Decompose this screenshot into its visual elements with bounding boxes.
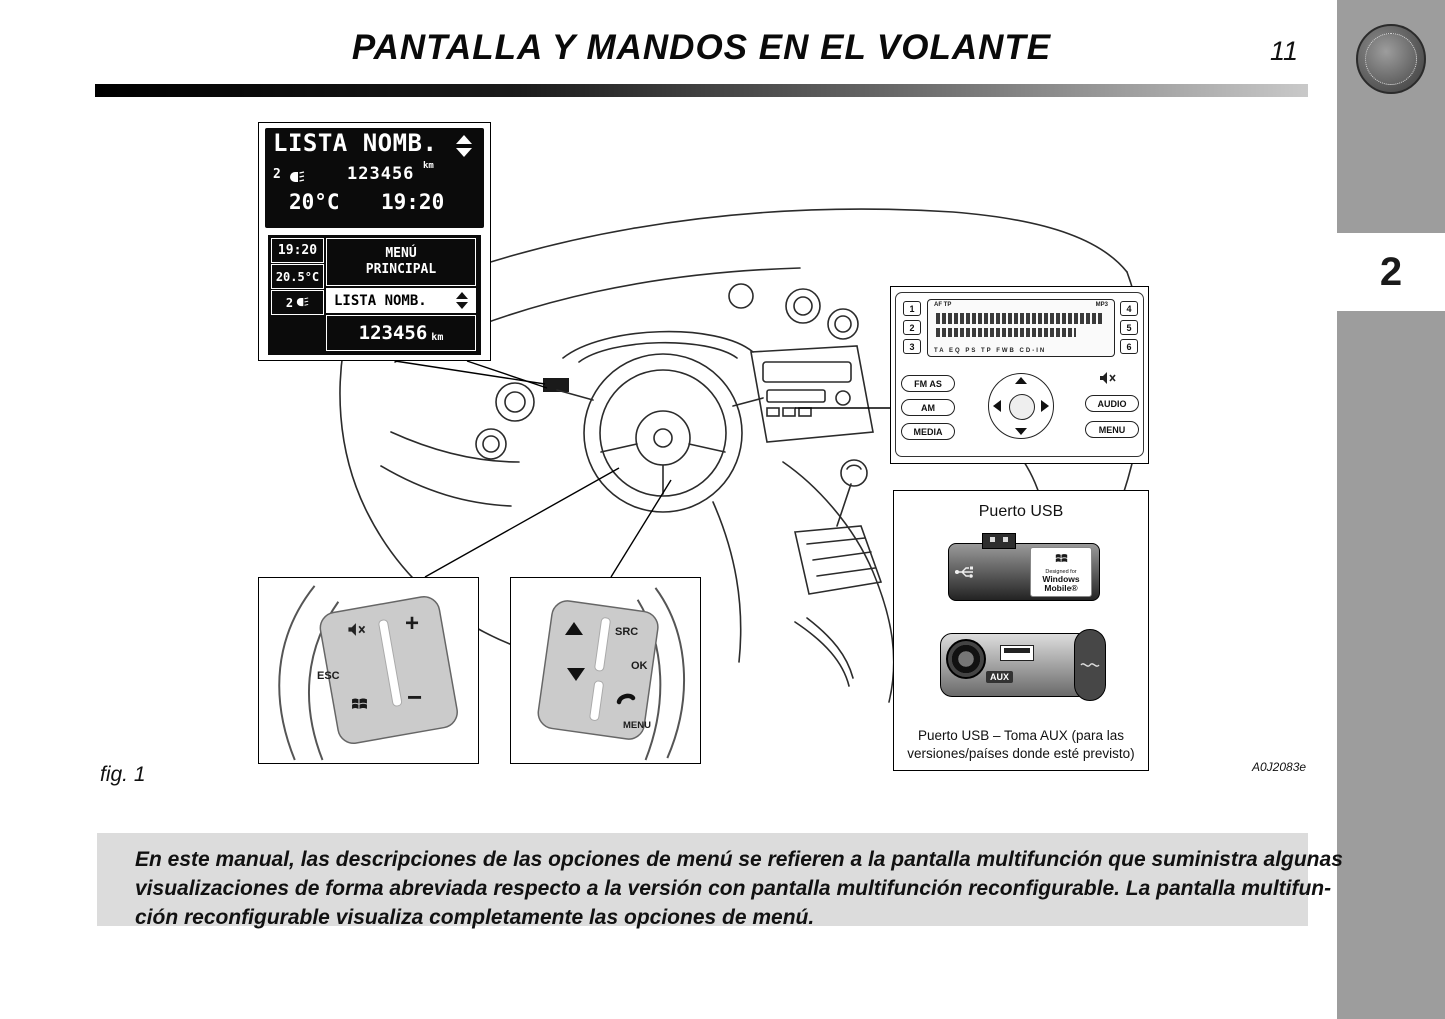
radio-preset-4: 4 [1120,301,1138,316]
radio-display-flags: AF TP [934,302,952,308]
mobile-text: Mobile® [1044,582,1078,593]
windows-flag-icon [1055,551,1068,569]
radio-display-dot-matrix-row1 [936,313,1104,324]
trip-number: 2 [285,295,294,310]
usb-title: Puerto USB [978,503,1064,520]
headlight-icon [289,168,305,187]
menu-screen-time: 19:20 [271,238,324,263]
radio-preset-3: 3 [903,339,921,354]
menu-screen-trip: 2 [271,290,324,315]
wheel-right-controls-sketch [537,587,686,761]
odometer-value: 123456 [347,164,415,184]
note-line3: ción reconfigurable visualiza completame… [135,905,815,929]
menu-title-line2: PRINCIPAL [365,262,437,277]
nav-left-arrow-icon [993,400,1001,412]
radio-fm-as-button: FM AS [901,375,955,392]
wheel-left-controls-sketch [278,585,458,761]
radio-preset-6: 6 [1120,339,1138,354]
src-button-label: SRC [615,626,639,638]
menu-selected-item: LISTA NOMB. [326,288,476,313]
radio-am-button: AM [901,399,955,416]
usb-caption: Puerto USB – Toma AUX (para las versione… [894,727,1148,762]
radio-audio-button: AUDIO [1085,395,1139,412]
wheel-left-controls-box: + ESC − [258,577,479,764]
menu-screen-temperature: 20.5°C [271,264,324,289]
odometer-unit: km [431,331,444,343]
radio-preset-1: 1 [903,301,921,316]
usb-flash-drive: Designed for Windows Mobile® [942,533,1112,611]
header-gradient-bar [95,84,1308,97]
note-box: En este manual, las descripciones de las… [97,833,1343,929]
alfa-romeo-logo-icon [1356,24,1426,94]
usb-port-icon [1000,645,1034,661]
note-line2: visualizaciones de forma abreviada respe… [135,876,1332,900]
aux-label: AUX [986,671,1014,683]
designed-for-text: Designed for [1045,569,1077,575]
figure-label: fig. 1 [100,763,146,786]
esc-button-label: ESC [317,670,340,682]
nav-center-button [1009,394,1035,420]
display-list-label: LISTA NOMB. [273,129,438,157]
volume-down-button-label: − [407,682,423,712]
figure-code: A0J2083e [1252,760,1307,774]
display-callout-box: LISTA NOMB. 2 123456 km 20°C 19:20 19:20… [258,122,491,361]
trip-number: 2 [273,167,281,182]
ok-button-label: OK [631,660,648,672]
blue-and-me-logo-icon [1074,629,1106,701]
scroll-arrows-icon [456,135,472,157]
display-time: 19:20 [381,190,445,214]
usb-connector [982,533,1016,549]
nav-right-arrow-icon [1041,400,1049,412]
aux-adapter-device: AUX [934,625,1112,705]
windows-logo-icon [351,696,368,716]
nav-up-arrow-icon [1015,377,1027,384]
page-title: PANTALLA Y MANDOS EN EL VOLANTE [351,28,1052,67]
mute-icon [347,622,367,642]
alfa-romeo-logo-inner [1365,33,1417,85]
usb-callout-box: Puerto USB Designed for Windows Mobile® … [893,490,1149,771]
chapter-tab: 2 [1337,233,1445,311]
seek-up-arrow-icon [565,622,583,635]
aux-jack-icon [946,639,986,679]
windows-text: Windows [1042,574,1080,585]
menu-title-line1: MENÚ [385,246,417,262]
radio-menu-button: MENU [1085,421,1139,438]
radio-preset-5: 5 [1120,320,1138,335]
radio-preset-2: 2 [903,320,921,335]
radio-display: AF TP MP3 TA EQ PS TP FWB CD-IN [927,299,1115,357]
menu-title: MENÚ PRINCIPAL [326,238,476,286]
radio-display-dot-matrix-row2 [936,328,1076,337]
radio-callout-box: 1 2 3 4 5 6 AF TP MP3 TA EQ PS TP FWB CD… [890,286,1149,464]
odometer-value: 123456 [358,322,428,344]
display-temperature: 20°C [289,190,340,214]
page-number: 11 [1270,36,1299,66]
wheel-right-controls-box: SRC OK MENU [510,577,701,764]
usb-caption-line1: Puerto USB – Toma AUX (para las [917,728,1125,743]
phone-icon [615,690,637,711]
scroll-arrows-icon [456,292,468,309]
mute-icon [1099,371,1117,390]
sidebar-bottom [1337,311,1445,1019]
note-line1: En este manual, las descripciones de las… [135,848,1343,871]
radio-display-mp3: MP3 [1095,302,1108,308]
radio-display-status-row: TA EQ PS TP FWB CD-IN [934,348,1047,354]
seek-down-arrow-icon [567,668,585,681]
menu-odometer: 123456 km [326,315,476,351]
windows-mobile-label: Designed for Windows Mobile® [1030,547,1092,597]
odometer-unit: km [423,161,434,171]
headlight-icon [296,296,309,310]
trip-display-screen: LISTA NOMB. 2 123456 km 20°C 19:20 [265,128,484,228]
nav-down-arrow-icon [1015,428,1027,435]
radio-nav-pad [988,373,1054,439]
radio-media-button: MEDIA [901,423,955,440]
selected-item-label: LISTA NOMB. [334,292,427,309]
leader-lines [394,360,890,578]
radio-faceplate [895,292,1144,457]
usb-caption-line2: versiones/países donde esté previsto) [907,745,1135,761]
usb-symbol-icon [954,565,976,584]
menu-button-label: MENU [623,720,651,731]
volume-up-button-label: + [405,610,420,637]
menu-display-screen: 19:20 20.5°C 2 MENÚ PRINCIPAL LISTA NOMB… [268,235,481,355]
